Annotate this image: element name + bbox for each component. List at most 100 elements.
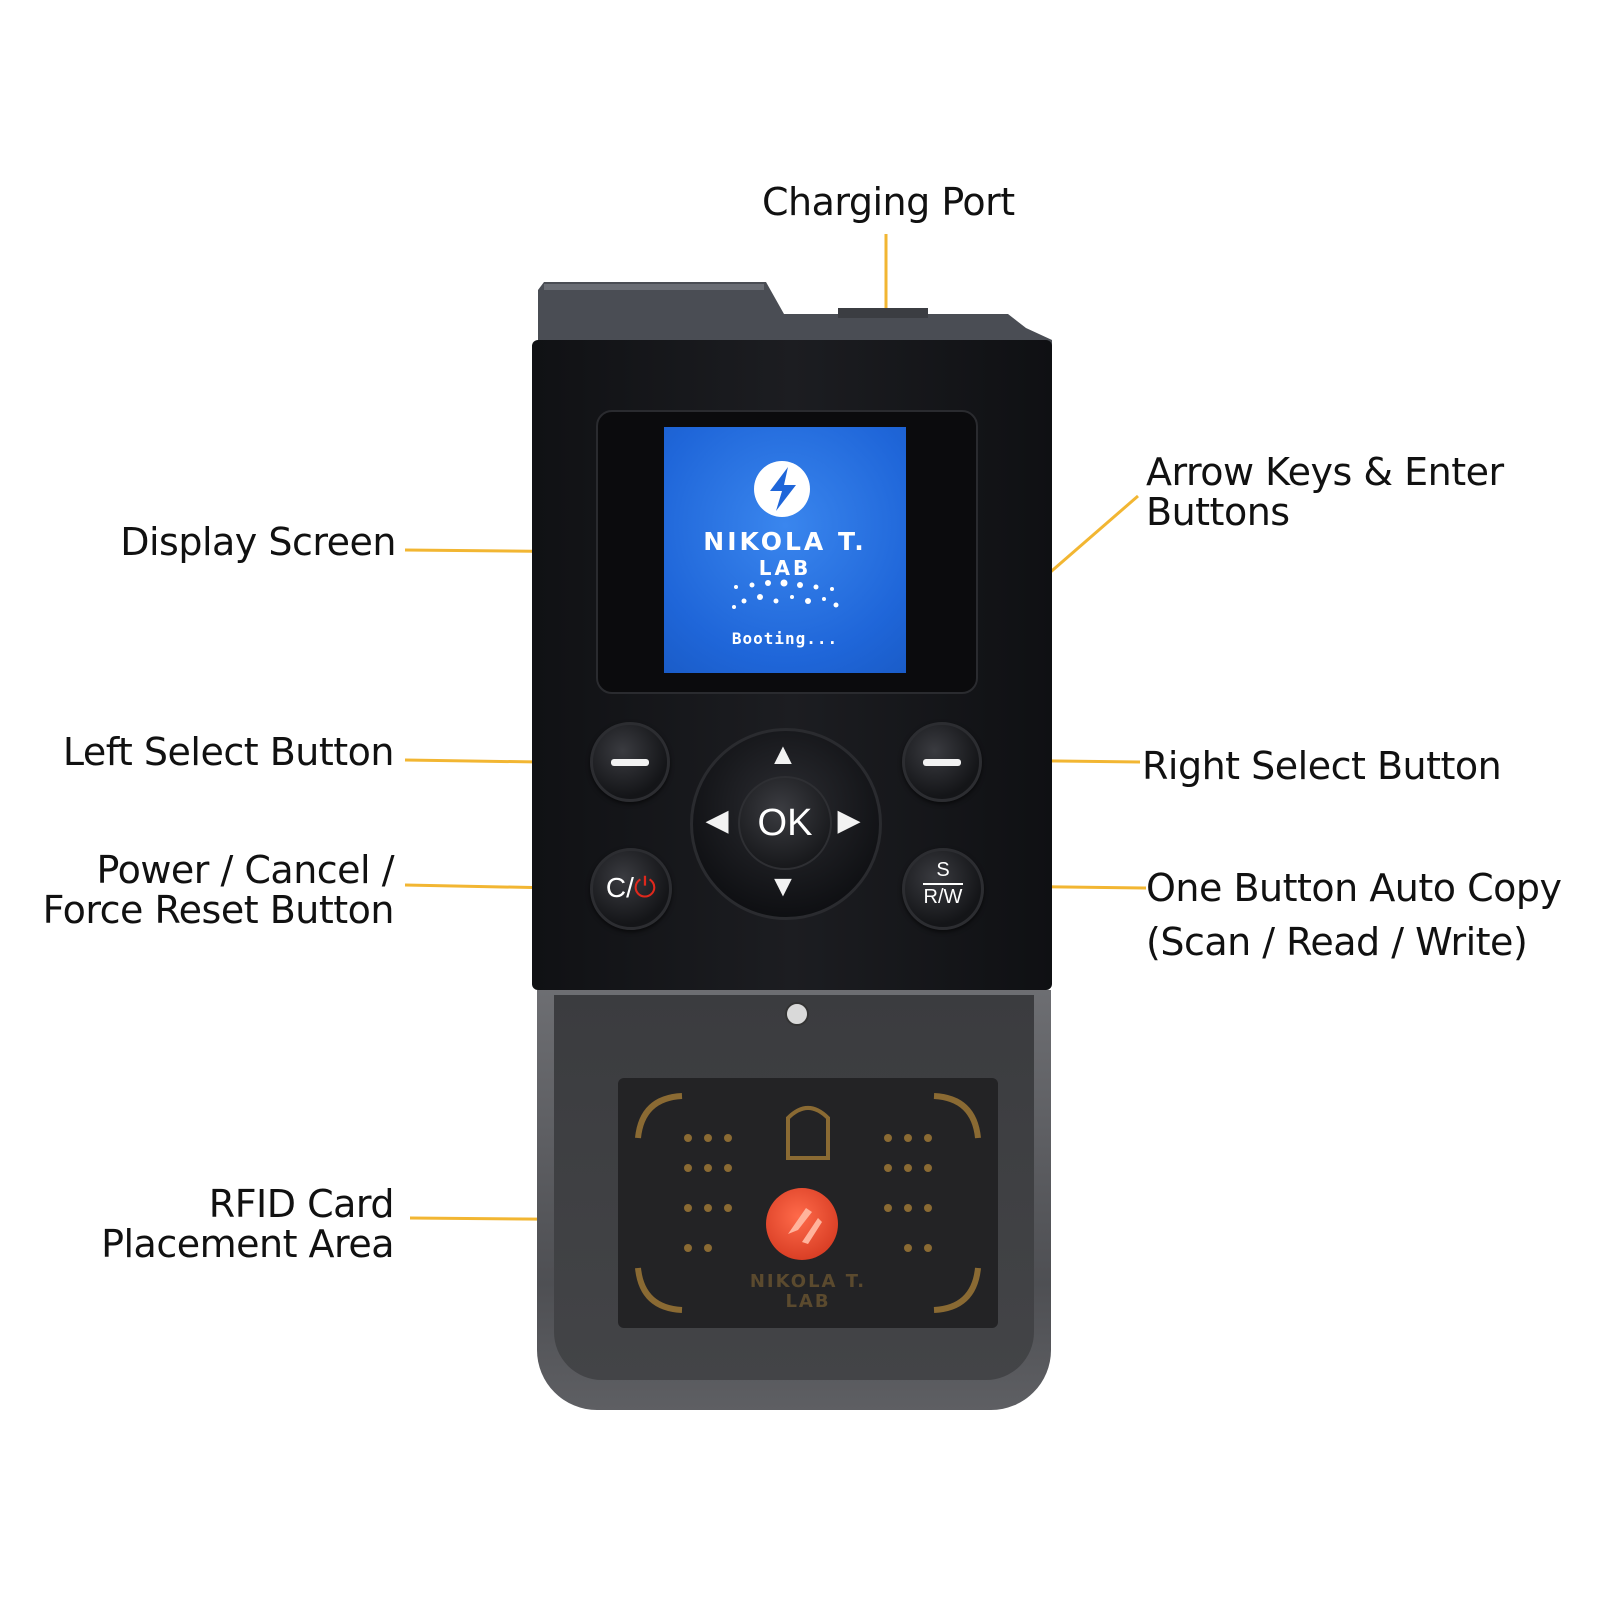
label-arrow-keys-line2: Buttons <box>1146 490 1290 534</box>
dot <box>765 580 771 586</box>
rfid-brand-line1: NIKOLA T. <box>749 1271 867 1292</box>
label-power-line2: Force Reset Button <box>42 888 395 932</box>
cancel-label: C/ <box>605 872 634 903</box>
card-dot <box>924 1164 932 1172</box>
rfid-card-pattern <box>635 1093 981 1313</box>
ok-button[interactable]: OK <box>738 776 832 870</box>
cancel-label-wrap: C/⏻ <box>601 871 661 905</box>
scan-label: S <box>936 859 950 881</box>
triangle-up-icon[interactable]: ▲ <box>768 738 798 771</box>
rfid-lightning-shape <box>788 1208 822 1244</box>
lightning-bolt-icon <box>754 461 810 517</box>
dot <box>749 582 755 588</box>
dot <box>813 584 819 590</box>
power-icon: ⏻ <box>633 872 657 903</box>
rw-divider <box>923 883 963 885</box>
card-dot-matrix <box>684 1134 932 1252</box>
dot <box>757 594 763 600</box>
dot <box>797 582 803 588</box>
label-arrow-keys: Arrow Keys & Enter Buttons <box>1146 452 1504 532</box>
label-charging-port: Charging Port <box>762 182 1015 222</box>
corner-arc-bottom-left <box>635 1267 683 1313</box>
card-dot <box>704 1244 712 1252</box>
card-dot <box>704 1204 712 1212</box>
dot <box>741 598 747 604</box>
card-dot <box>724 1204 732 1212</box>
card-dot <box>684 1204 692 1212</box>
label-display-screen: Display Screen <box>120 522 396 562</box>
card-dot <box>884 1204 892 1212</box>
label-right-select-text: Right Select Button <box>1142 744 1502 788</box>
card-figure-icon <box>786 1106 830 1160</box>
dot <box>805 598 811 604</box>
corner-arc-top-left <box>635 1093 683 1139</box>
screw-icon <box>785 1002 809 1026</box>
card-dot <box>724 1164 732 1172</box>
boot-status: Booting... <box>731 629 839 648</box>
screen-brand-line2: LAB <box>758 556 812 580</box>
label-left-select: Left Select Button <box>62 730 395 774</box>
card-dot <box>924 1244 932 1252</box>
label-right-select: Right Select Button <box>1142 744 1502 788</box>
rfid-brand-line2: LAB <box>785 1291 831 1312</box>
lightning-bolt-shape <box>770 467 796 511</box>
dot <box>822 597 826 601</box>
screen-brand-line1: NIKOLA T. <box>703 527 867 556</box>
right-select-dash <box>923 759 961 766</box>
left-select-dash <box>611 759 649 766</box>
display-screen: NIKOLA T. LAB Booting... <box>664 427 906 673</box>
left-select-button[interactable] <box>590 722 670 802</box>
label-display-screen-text: Display Screen <box>120 520 396 564</box>
label-charging-port-text: Charging Port <box>762 180 1015 224</box>
read-write-label: R/W <box>923 886 963 908</box>
card-dot <box>904 1164 912 1172</box>
label-power-cancel: Power / Cancel / Force Reset Button <box>42 848 395 932</box>
label-rfid: RFID Card Placement Area <box>101 1184 394 1264</box>
card-dot <box>924 1204 932 1212</box>
dot <box>833 602 839 608</box>
label-auto-copy: One Button Auto Copy (Scan / Read / Writ… <box>1146 868 1562 962</box>
card-dot <box>684 1164 692 1172</box>
auto-copy-button[interactable]: S R/W <box>902 848 984 930</box>
charging-port-slot <box>838 308 928 318</box>
corner-arc-bottom-right <box>933 1267 981 1313</box>
dot <box>732 605 736 609</box>
card-corner-arcs <box>635 1093 981 1313</box>
corner-arc-top-right <box>933 1093 981 1139</box>
right-select-button[interactable] <box>902 722 982 802</box>
power-cancel-button[interactable]: C/⏻ <box>590 848 672 930</box>
triangle-left-icon[interactable]: ◀ <box>705 804 729 837</box>
rfid-lightning-icon <box>788 1208 822 1244</box>
dot <box>780 579 788 587</box>
label-rfid-line1: RFID Card <box>208 1182 395 1226</box>
triangle-down-icon[interactable]: ▼ <box>768 870 798 903</box>
card-dot <box>924 1134 932 1142</box>
label-power-line1: Power / Cancel / <box>96 848 395 892</box>
dot <box>773 598 779 604</box>
triangle-right-icon[interactable]: ▶ <box>837 804 861 837</box>
card-dot <box>724 1134 732 1142</box>
dot <box>790 595 794 599</box>
card-dot <box>684 1244 692 1252</box>
card-dot <box>904 1204 912 1212</box>
card-dot <box>884 1134 892 1142</box>
top-cap-highlight <box>544 284 764 290</box>
label-rfid-line2: Placement Area <box>101 1222 394 1266</box>
lightning-bolt-icon-svg <box>770 467 796 511</box>
rfid-center-logo <box>766 1188 838 1260</box>
card-dot <box>684 1134 692 1142</box>
loading-dots <box>732 579 839 609</box>
label-auto-copy-line1: One Button Auto Copy <box>1146 866 1562 910</box>
card-dot <box>904 1134 912 1142</box>
dot <box>830 587 834 591</box>
card-dot <box>704 1164 712 1172</box>
card-dot <box>704 1134 712 1142</box>
screen-brand: NIKOLA T. LAB <box>664 529 906 581</box>
label-arrow-keys-line1: Arrow Keys & Enter <box>1146 450 1504 494</box>
rfid-card-brand: NIKOLA T. LAB <box>618 1272 998 1312</box>
label-left-select-text: Left Select Button <box>62 730 395 774</box>
dot <box>734 585 738 589</box>
card-dot <box>904 1244 912 1252</box>
label-auto-copy-line2: (Scan / Read / Write) <box>1146 920 1528 964</box>
